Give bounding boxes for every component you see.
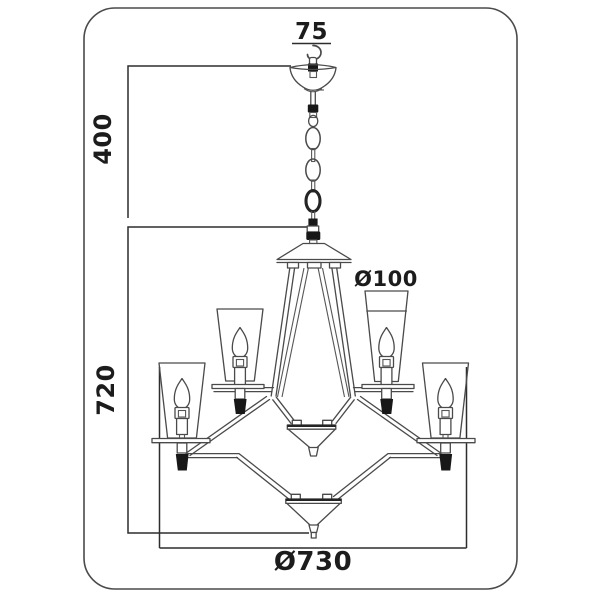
- shade-outline: [364, 290, 409, 383]
- hook-width-label: 75: [295, 19, 328, 45]
- fixture-height-bracket: [127, 226, 309, 534]
- candle-tip-lower-left: [175, 454, 189, 471]
- suspension-rod: [307, 91, 319, 128]
- arm-to-upper-finial-left: [272, 396, 296, 425]
- chain-end-cap: [308, 218, 318, 226]
- candle-socket-inner: [441, 409, 450, 418]
- pan-lower-left: [151, 437, 211, 444]
- candle-stem: [442, 434, 449, 439]
- rod-coupler: [307, 104, 319, 113]
- shade-diameter-label: Ø100: [354, 267, 418, 291]
- candle-tip-upper-right: [380, 399, 394, 414]
- candle-sleeve: [439, 417, 452, 436]
- arm-steep-front-right: [331, 267, 356, 397]
- dimension-fixture-height: 720: [92, 226, 309, 534]
- finial-knob: [308, 524, 320, 534]
- finial-cone: [286, 502, 341, 526]
- chain: [304, 126, 322, 233]
- candle-sleeve: [233, 366, 247, 386]
- bobeches: [151, 383, 476, 471]
- shade-lower-right: [421, 362, 470, 439]
- arm-steep-back-left: [276, 267, 309, 398]
- hub-foot-center: [306, 261, 322, 269]
- chain-link-3: [304, 188, 322, 214]
- arm-to-lower-finial-left: [235, 453, 295, 501]
- suspension-height-label: 400: [89, 113, 117, 165]
- canopy-bottom: [302, 86, 324, 91]
- canopy-collar: [308, 63, 318, 72]
- hub-foot-left: [286, 261, 300, 269]
- chain-end-flange: [306, 225, 320, 233]
- canopy-stub: [308, 56, 318, 66]
- arm-lower-right-horizontal: [387, 452, 442, 459]
- candle-socket-inner: [177, 409, 187, 418]
- shade-upper-right: [364, 290, 409, 386]
- candle-bulb: [173, 377, 191, 410]
- arm-to-lower-finial-right: [332, 453, 392, 501]
- suspension-bracket: [127, 65, 291, 218]
- candle-bulb: [378, 326, 395, 359]
- candle-bulb: [231, 326, 249, 359]
- candle-socket-inner: [382, 358, 391, 367]
- candle-stem: [178, 434, 186, 439]
- finial-tip: [310, 531, 317, 539]
- pan-lower-right: [416, 437, 476, 444]
- stem-lower-right: [440, 442, 451, 454]
- chain-link-1: [305, 126, 321, 151]
- stem-upper-right: [381, 387, 392, 400]
- ceiling-canopy: [289, 56, 337, 93]
- candle-bulb: [437, 377, 454, 410]
- canopy-side-left: [289, 67, 304, 88]
- rod-nut: [309, 111, 318, 119]
- hub-cone: [276, 231, 352, 269]
- hub-cone-body: [276, 242, 352, 261]
- finial-cone: [287, 428, 336, 449]
- shade-lower-left: [158, 362, 206, 439]
- dimension-suspension-height: 400: [89, 65, 291, 218]
- shade-outline: [216, 308, 264, 382]
- dimension-shade-diameter: Ø100: [354, 267, 418, 291]
- arm-steep-front-left: [270, 267, 296, 397]
- stem-upper-left: [234, 387, 246, 400]
- fixture-diameter-label: Ø730: [274, 547, 352, 577]
- hub-knob: [306, 231, 321, 240]
- arm-drop-left: [186, 395, 271, 457]
- chain-link-edge-1: [311, 147, 316, 163]
- candle-sleeve: [380, 366, 393, 386]
- finial-knob: [308, 446, 319, 457]
- arm-steep-back-right: [317, 267, 350, 398]
- dimension-fixture-diameter: Ø730: [158, 367, 468, 577]
- stem-lower-left: [176, 442, 188, 454]
- candle-tip-upper-left: [233, 399, 247, 414]
- hub-foot-right: [328, 261, 342, 269]
- rod-loop: [307, 114, 319, 128]
- arm-lower-left-horizontal: [185, 452, 240, 459]
- frame-border: [83, 7, 518, 590]
- candle-sleeve: [175, 417, 189, 436]
- lower-finial: [285, 493, 342, 539]
- arms: [185, 267, 442, 501]
- canopy-side-right: [322, 67, 337, 88]
- fixture-height-label: 720: [92, 364, 120, 416]
- canopy-inner-stub: [309, 70, 318, 79]
- upper-finial: [286, 419, 337, 457]
- arm-to-upper-finial-right: [331, 396, 355, 425]
- shade-upper-left: [216, 308, 264, 386]
- dimension-hook-width: 75: [292, 19, 331, 45]
- candle-socket-inner: [235, 358, 245, 367]
- chain-link-2: [305, 158, 321, 182]
- candle-tip-lower-right: [439, 454, 453, 471]
